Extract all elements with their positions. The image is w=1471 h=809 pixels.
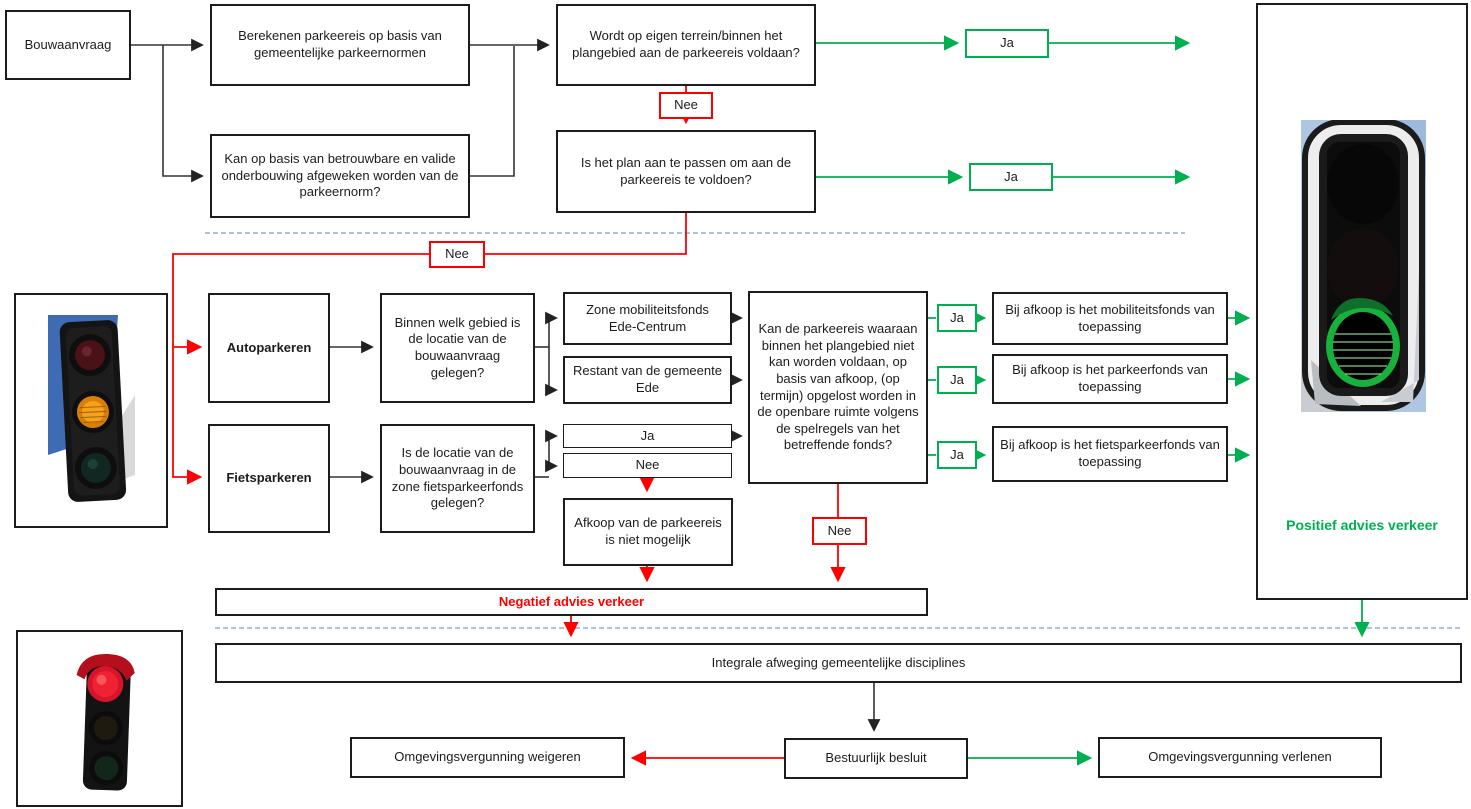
node-bouwaanvraag-label: Bouwaanvraag: [24, 36, 112, 52]
nee-label: Nee: [827, 522, 852, 538]
decision-ja-plan-aanpassen: Ja: [969, 163, 1053, 191]
decision-nee-afkoop: Nee: [812, 517, 867, 545]
node-berekenen-label: Berekenen parkeereis op basis van gemeen…: [238, 28, 442, 60]
node-fietsparkeerfonds-label: Bij afkoop is het fietsparkeerfonds van …: [1000, 437, 1220, 469]
node-mobiliteitsfonds-label: Bij afkoop is het mobiliteitsfonds van t…: [1005, 301, 1215, 334]
decision-ja-parkeerfonds: Ja: [937, 366, 977, 394]
ja-label: Ja: [1000, 35, 1014, 51]
decision-nee-top: Nee: [659, 92, 713, 119]
node-integrale-afweging-label: Integrale afweging gemeentelijke discipl…: [711, 654, 966, 670]
node-afwijken-parkeernorm: Kan op basis van betrouwbare en valide o…: [210, 134, 470, 218]
node-fietsparkeerfonds-toepassing: Bij afkoop is het fietsparkeerfonds van …: [992, 426, 1228, 482]
black-connectors: [131, 38, 881, 732]
decision-ja-eigen-terrein: Ja: [965, 29, 1049, 58]
traffic-light-green-icon: [1301, 120, 1426, 412]
node-locatie-fietszone-label: Is de locatie van de bouwaanvraag in de …: [391, 445, 524, 511]
node-restant-gemeente-label: Restant van de gemeente Ede: [573, 363, 722, 395]
node-mobiliteitsfonds-toepassing: Bij afkoop is het mobiliteitsfonds van t…: [992, 292, 1228, 345]
node-afkoop-vraag-label: Kan de parkeereis waaraan binnen het pla…: [757, 321, 919, 453]
node-zone-mobiliteitsfonds-label: Zone mobiliteitsfonds Ede-Centrum: [586, 301, 709, 334]
red-light-panel: [16, 630, 183, 807]
decision-ja-fietsparkeerfonds: Ja: [937, 441, 977, 469]
node-integrale-afweging: Integrale afweging gemeentelijke discipl…: [215, 643, 1462, 683]
node-vergunning-verlenen: Omgevingsvergunning verlenen: [1098, 737, 1382, 778]
nee-label: Nee: [445, 246, 469, 262]
node-berekenen-parkeereis: Berekenen parkeereis op basis van gemeen…: [210, 4, 470, 86]
nee-label: Nee: [635, 457, 660, 473]
node-negatief-advies: Negatief advies verkeer: [215, 588, 928, 616]
node-bouwaanvraag: Bouwaanvraag: [5, 10, 131, 80]
node-vergunning-weigeren-label: Omgevingsvergunning weigeren: [394, 749, 581, 765]
ja-label: Ja: [950, 446, 964, 462]
traffic-light-amber-icon: [40, 315, 147, 511]
node-vergunning-verlenen-label: Omgevingsvergunning verlenen: [1148, 749, 1332, 765]
node-afkoop-vraag: Kan de parkeereis waaraan binnen het pla…: [748, 291, 928, 484]
node-negatief-advies-label: Negatief advies verkeer: [498, 593, 645, 609]
node-binnen-welk-gebied: Binnen welk gebied is de locatie van de …: [380, 293, 535, 403]
node-autoparkeren-label: Autoparkeren: [226, 339, 312, 355]
node-locatie-fietszone: Is de locatie van de bouwaanvraag in de …: [380, 424, 535, 533]
nee-label: Nee: [674, 97, 698, 113]
node-afwijken-label: Kan op basis van betrouwbare en valide o…: [221, 151, 459, 200]
node-binnen-welk-gebied-label: Binnen welk gebied is de locatie van de …: [394, 314, 521, 380]
decision-ja-fietszone: Ja: [563, 424, 732, 448]
node-vergunning-weigeren: Omgevingsvergunning weigeren: [350, 737, 625, 778]
node-zone-mobiliteitsfonds: Zone mobiliteitsfonds Ede-Centrum: [563, 292, 732, 345]
amber-light-panel: [14, 293, 168, 528]
decision-nee-fietszone: Nee: [563, 453, 732, 478]
node-bestuurlijk-besluit-label: Bestuurlijk besluit: [825, 750, 927, 766]
ja-label: Ja: [950, 309, 964, 325]
node-eigen-terrein-vraag: Wordt op eigen terrein/binnen het plange…: [556, 4, 816, 86]
node-eigen-terrein-label: Wordt op eigen terrein/binnen het plange…: [572, 28, 800, 60]
node-autoparkeren: Autoparkeren: [208, 293, 330, 403]
decision-nee-plan-aanpassen: Nee: [429, 241, 485, 268]
positief-advies-panel: Positief advies verkeer: [1256, 3, 1468, 600]
traffic-light-red-icon: [57, 642, 154, 802]
node-afkoop-niet-mogelijk-label: Afkoop van de parkeereis is niet mogelij…: [574, 515, 722, 547]
node-fietsparkeren-label: Fietsparkeren: [226, 470, 312, 486]
node-bestuurlijk-besluit: Bestuurlijk besluit: [784, 738, 968, 779]
node-parkeerfonds-label: Bij afkoop is het parkeerfonds van toepa…: [1012, 362, 1208, 394]
decision-ja-mobiliteitsfonds: Ja: [937, 304, 977, 332]
node-restant-gemeente: Restant van de gemeente Ede: [563, 356, 732, 404]
green-connectors: [816, 35, 1370, 766]
node-parkeerfonds-toepassing: Bij afkoop is het parkeerfonds van toepa…: [992, 354, 1228, 404]
node-plan-aanpassen-vraag: Is het plan aan te passen om aan de park…: [556, 130, 816, 213]
ja-label: Ja: [950, 371, 964, 387]
node-fietsparkeren: Fietsparkeren: [208, 424, 330, 533]
node-plan-aanpassen-label: Is het plan aan te passen om aan de park…: [580, 154, 792, 187]
positief-advies-text: Positief advies verkeer: [1286, 517, 1438, 533]
node-afkoop-niet-mogelijk: Afkoop van de parkeereis is niet mogelij…: [563, 498, 733, 566]
ja-label: Ja: [640, 427, 655, 443]
ja-label: Ja: [1004, 168, 1018, 184]
